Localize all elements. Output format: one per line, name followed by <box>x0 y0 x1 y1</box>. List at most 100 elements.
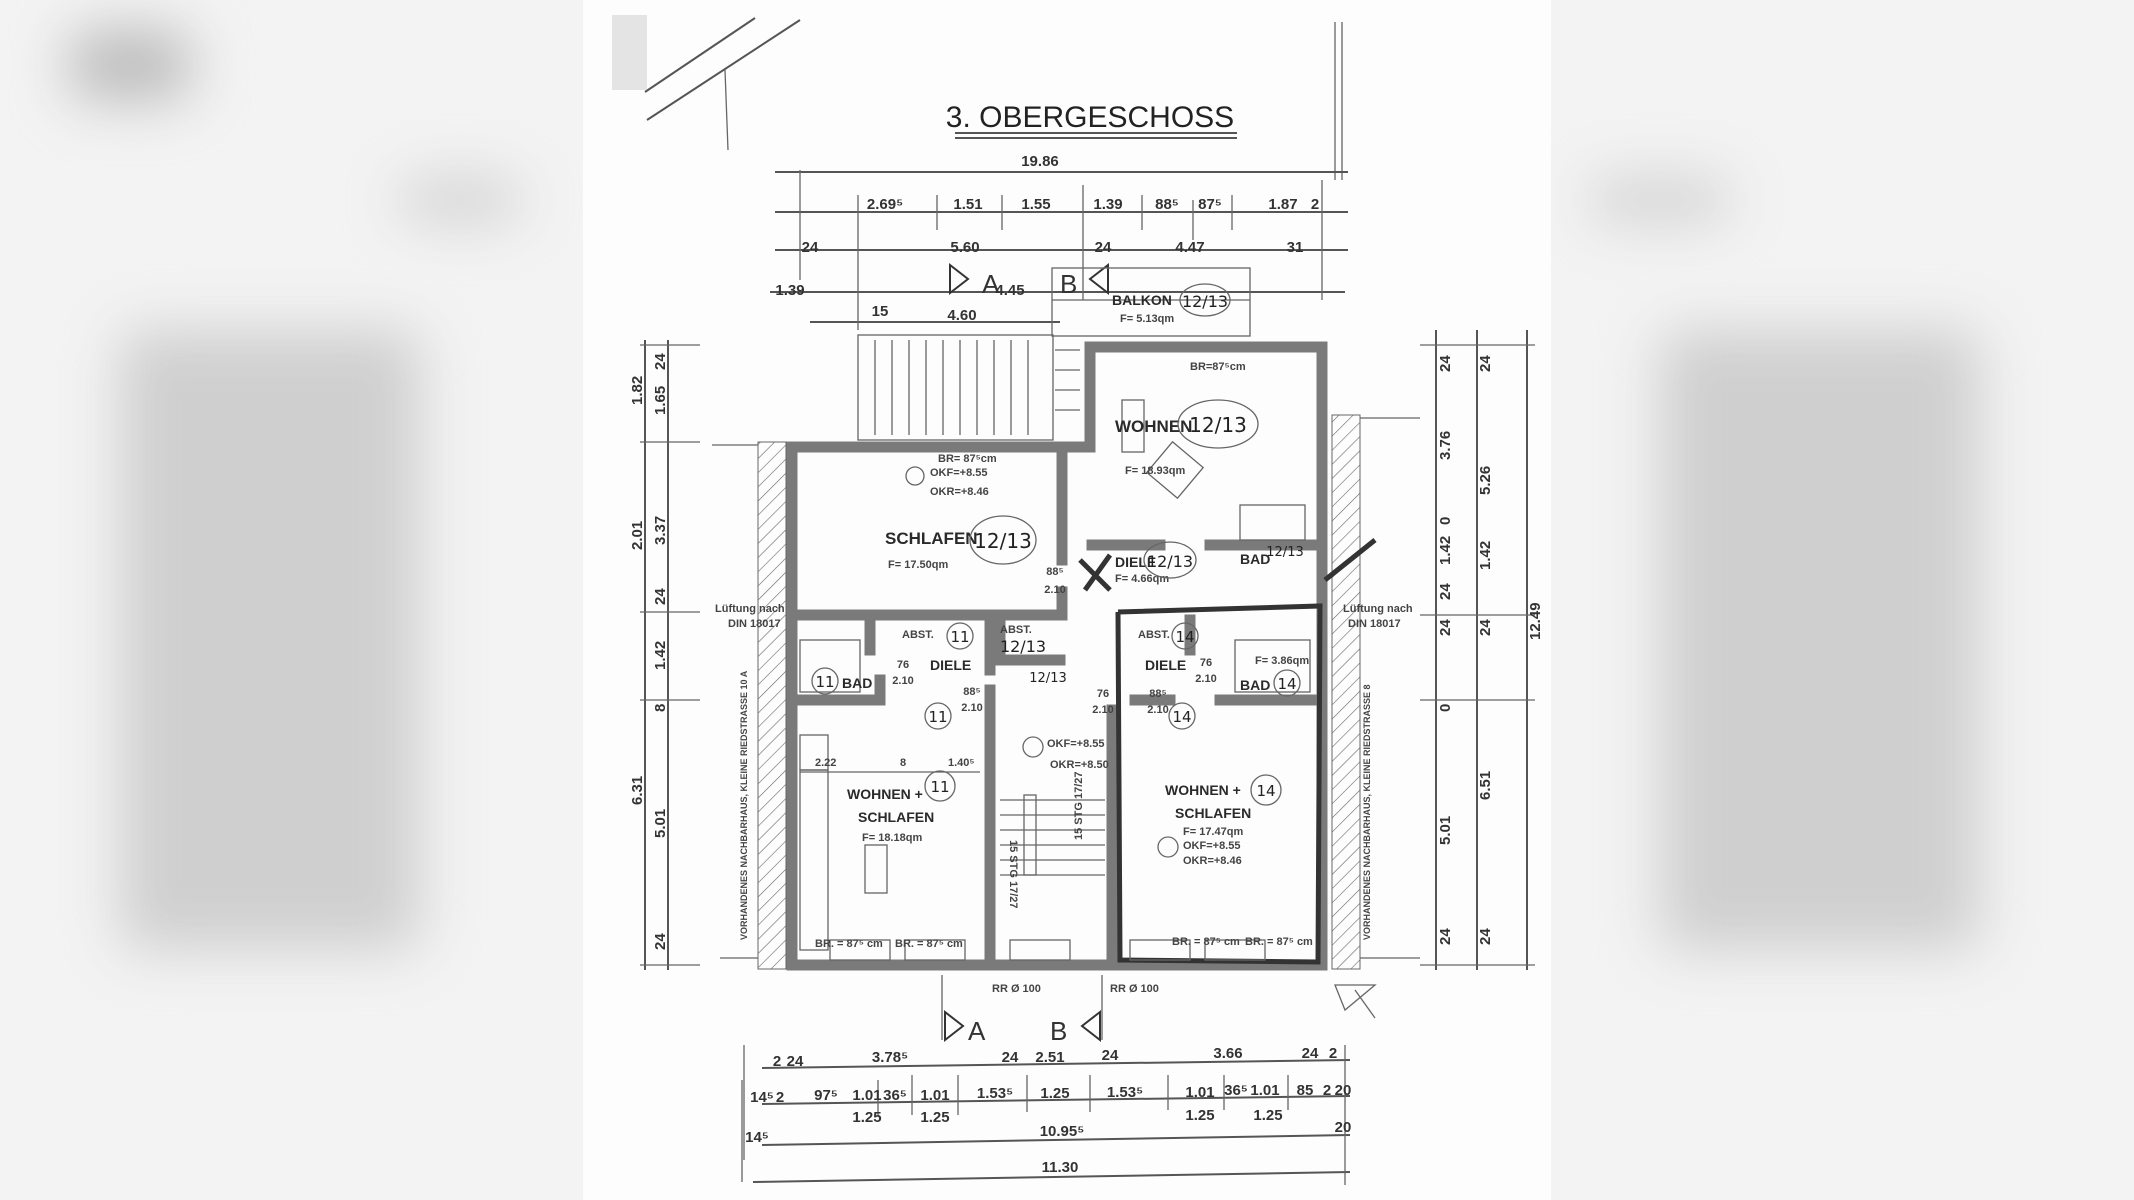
door-height: 2.10 <box>961 702 982 714</box>
dim-label: 36⁵ <box>883 1087 907 1104</box>
unit-label: 11 <box>815 673 834 691</box>
unit-circle <box>924 702 952 730</box>
room-name-wohnen-schlafen: WOHNEN + <box>847 786 923 802</box>
door-height: 2.10 <box>1195 673 1216 685</box>
plan-title: 3. OBERGESCHOSS <box>946 101 1234 134</box>
dim-label: 1.53⁵ <box>977 1085 1013 1102</box>
dim-label: 1.25 <box>1040 1085 1069 1102</box>
marker-strike <box>1082 553 1113 592</box>
unit-circle <box>1250 774 1282 806</box>
dim-label: 24 <box>1437 928 1454 945</box>
floor-level: OKF=+8.55 <box>1183 840 1240 852</box>
dim-label: 24 <box>1102 1047 1119 1064</box>
unit-circle <box>1171 622 1199 650</box>
unit-circle <box>1273 669 1301 697</box>
ceiling-level: OKR=+8.46 <box>930 486 989 498</box>
window-width: BR. = 87⁵ cm <box>1245 936 1313 948</box>
dim-label: 10.95⁵ <box>1040 1123 1085 1140</box>
dim-label: 14⁵ <box>750 1089 774 1106</box>
dim-label: 24 <box>1002 1049 1019 1066</box>
dim-label: 24 <box>1477 928 1494 945</box>
dim-label: 14⁵ <box>745 1129 769 1146</box>
vent-note: Lüftung nach <box>1343 603 1413 615</box>
dim-label: 15 <box>872 303 889 320</box>
stair-steps: 15 STG 17/27 <box>1007 840 1019 909</box>
room-name-abst: ABST. <box>902 629 934 641</box>
dim-label: 24 <box>652 588 669 605</box>
dim-label: 1.01 <box>920 1087 949 1104</box>
dim-label: 1.01 <box>852 1087 881 1104</box>
walls <box>786 341 1328 971</box>
blurred-backdrop <box>120 330 420 950</box>
dim-label: 2 <box>776 1089 784 1106</box>
unit-label: 12/13 <box>1147 552 1193 571</box>
door-width: 76 <box>897 659 909 671</box>
room-area-diele: F= 4.66qm <box>1115 573 1169 585</box>
unit-circle <box>924 770 956 802</box>
dim-label: 1.01 <box>1185 1084 1214 1101</box>
level-marker-icon <box>1157 836 1179 858</box>
level-marker-icon <box>905 466 925 486</box>
room-name-abst: ABST. <box>1000 624 1032 636</box>
dim-label: 20 <box>1335 1119 1352 1136</box>
door-width: 88⁵ <box>1149 688 1166 700</box>
dim-label: 1.82 <box>629 376 646 405</box>
dim-label: 24 <box>1477 619 1494 636</box>
neighbor-note: VORHANDENES NACHBARHAUS, KLEINE RIEDSTRA… <box>1362 684 1372 940</box>
unit-circle <box>1168 702 1196 730</box>
ceiling-level: OKR=+8.50 <box>1050 759 1109 771</box>
door-width: 88⁵ <box>1046 566 1063 578</box>
north-arrow-icon <box>1334 984 1377 1019</box>
dim-label: 5.26 <box>1477 466 1494 495</box>
window-width: BR. = 87⁵ cm <box>1172 936 1240 948</box>
floor-level: OKF=+8.55 <box>930 467 987 479</box>
room-area: F= 3.86qm <box>1255 655 1309 667</box>
dim-label: 1.87 <box>1268 196 1297 213</box>
dim-label: 24 <box>1437 619 1454 636</box>
dim-label: 3.37 <box>652 516 669 545</box>
vent-note: DIN 18017 <box>1348 618 1401 630</box>
dim-label: 0 <box>1437 517 1454 525</box>
neighbor-note: VORHANDENES NACHBARHAUS, KLEINE RIEDSTRA… <box>739 670 749 940</box>
furniture <box>799 399 1311 961</box>
door-height: 2.10 <box>1092 704 1113 716</box>
dim-label: 24 <box>1095 239 1112 256</box>
blurred-backdrop <box>70 30 190 100</box>
unit-label: 14 <box>1175 628 1194 646</box>
room-area: F= 17.47qm <box>1183 826 1243 838</box>
dim-label: 5.01 <box>1437 816 1454 845</box>
dim-label: 3.78⁵ <box>872 1049 908 1066</box>
dim-label: 1.53⁵ <box>1107 1084 1143 1101</box>
dim-label: 97⁵ <box>814 1087 838 1104</box>
vent-note: Lüftung nach <box>715 603 785 615</box>
door-height: 2.10 <box>1044 584 1065 596</box>
section-mark-b: B <box>1060 269 1077 299</box>
dim-label: 24 <box>652 353 669 370</box>
room-area: F= 18.18qm <box>862 832 922 844</box>
stair-upper <box>857 334 1080 441</box>
dim-label: 24 <box>1477 355 1494 372</box>
unit-circle <box>1177 399 1259 449</box>
room-name-balkon: BALKON <box>1112 292 1172 308</box>
dim-label: 2 <box>1323 1082 1331 1099</box>
door-width: 76 <box>1097 688 1109 700</box>
room-name-wohnen-schlafen: WOHNEN + <box>1165 782 1241 798</box>
marker-outline-unit-14 <box>1115 603 1323 965</box>
dim-label: 24 <box>652 933 669 950</box>
dim-label: 4.60 <box>947 307 976 324</box>
dim-label: 4.47 <box>1175 239 1204 256</box>
neighbor-wall-left <box>757 441 787 970</box>
dim-label: 85 <box>1297 1082 1314 1099</box>
unit-label: 12/13 <box>1182 292 1228 311</box>
section-mark-b: B <box>1050 1016 1067 1046</box>
section-arrow-icon <box>1088 262 1109 296</box>
unit-label: 12/13 <box>1000 637 1046 656</box>
dim-label: 1.39 <box>775 282 804 299</box>
right-dimensions <box>1420 330 1535 970</box>
dim-label: 1.42 <box>652 641 669 670</box>
dim-label: 1.55 <box>1021 196 1050 213</box>
door-height: 2.10 <box>892 675 913 687</box>
unit-label: 11 <box>930 778 949 796</box>
floor-level: OKF=+8.55 <box>1047 738 1104 750</box>
